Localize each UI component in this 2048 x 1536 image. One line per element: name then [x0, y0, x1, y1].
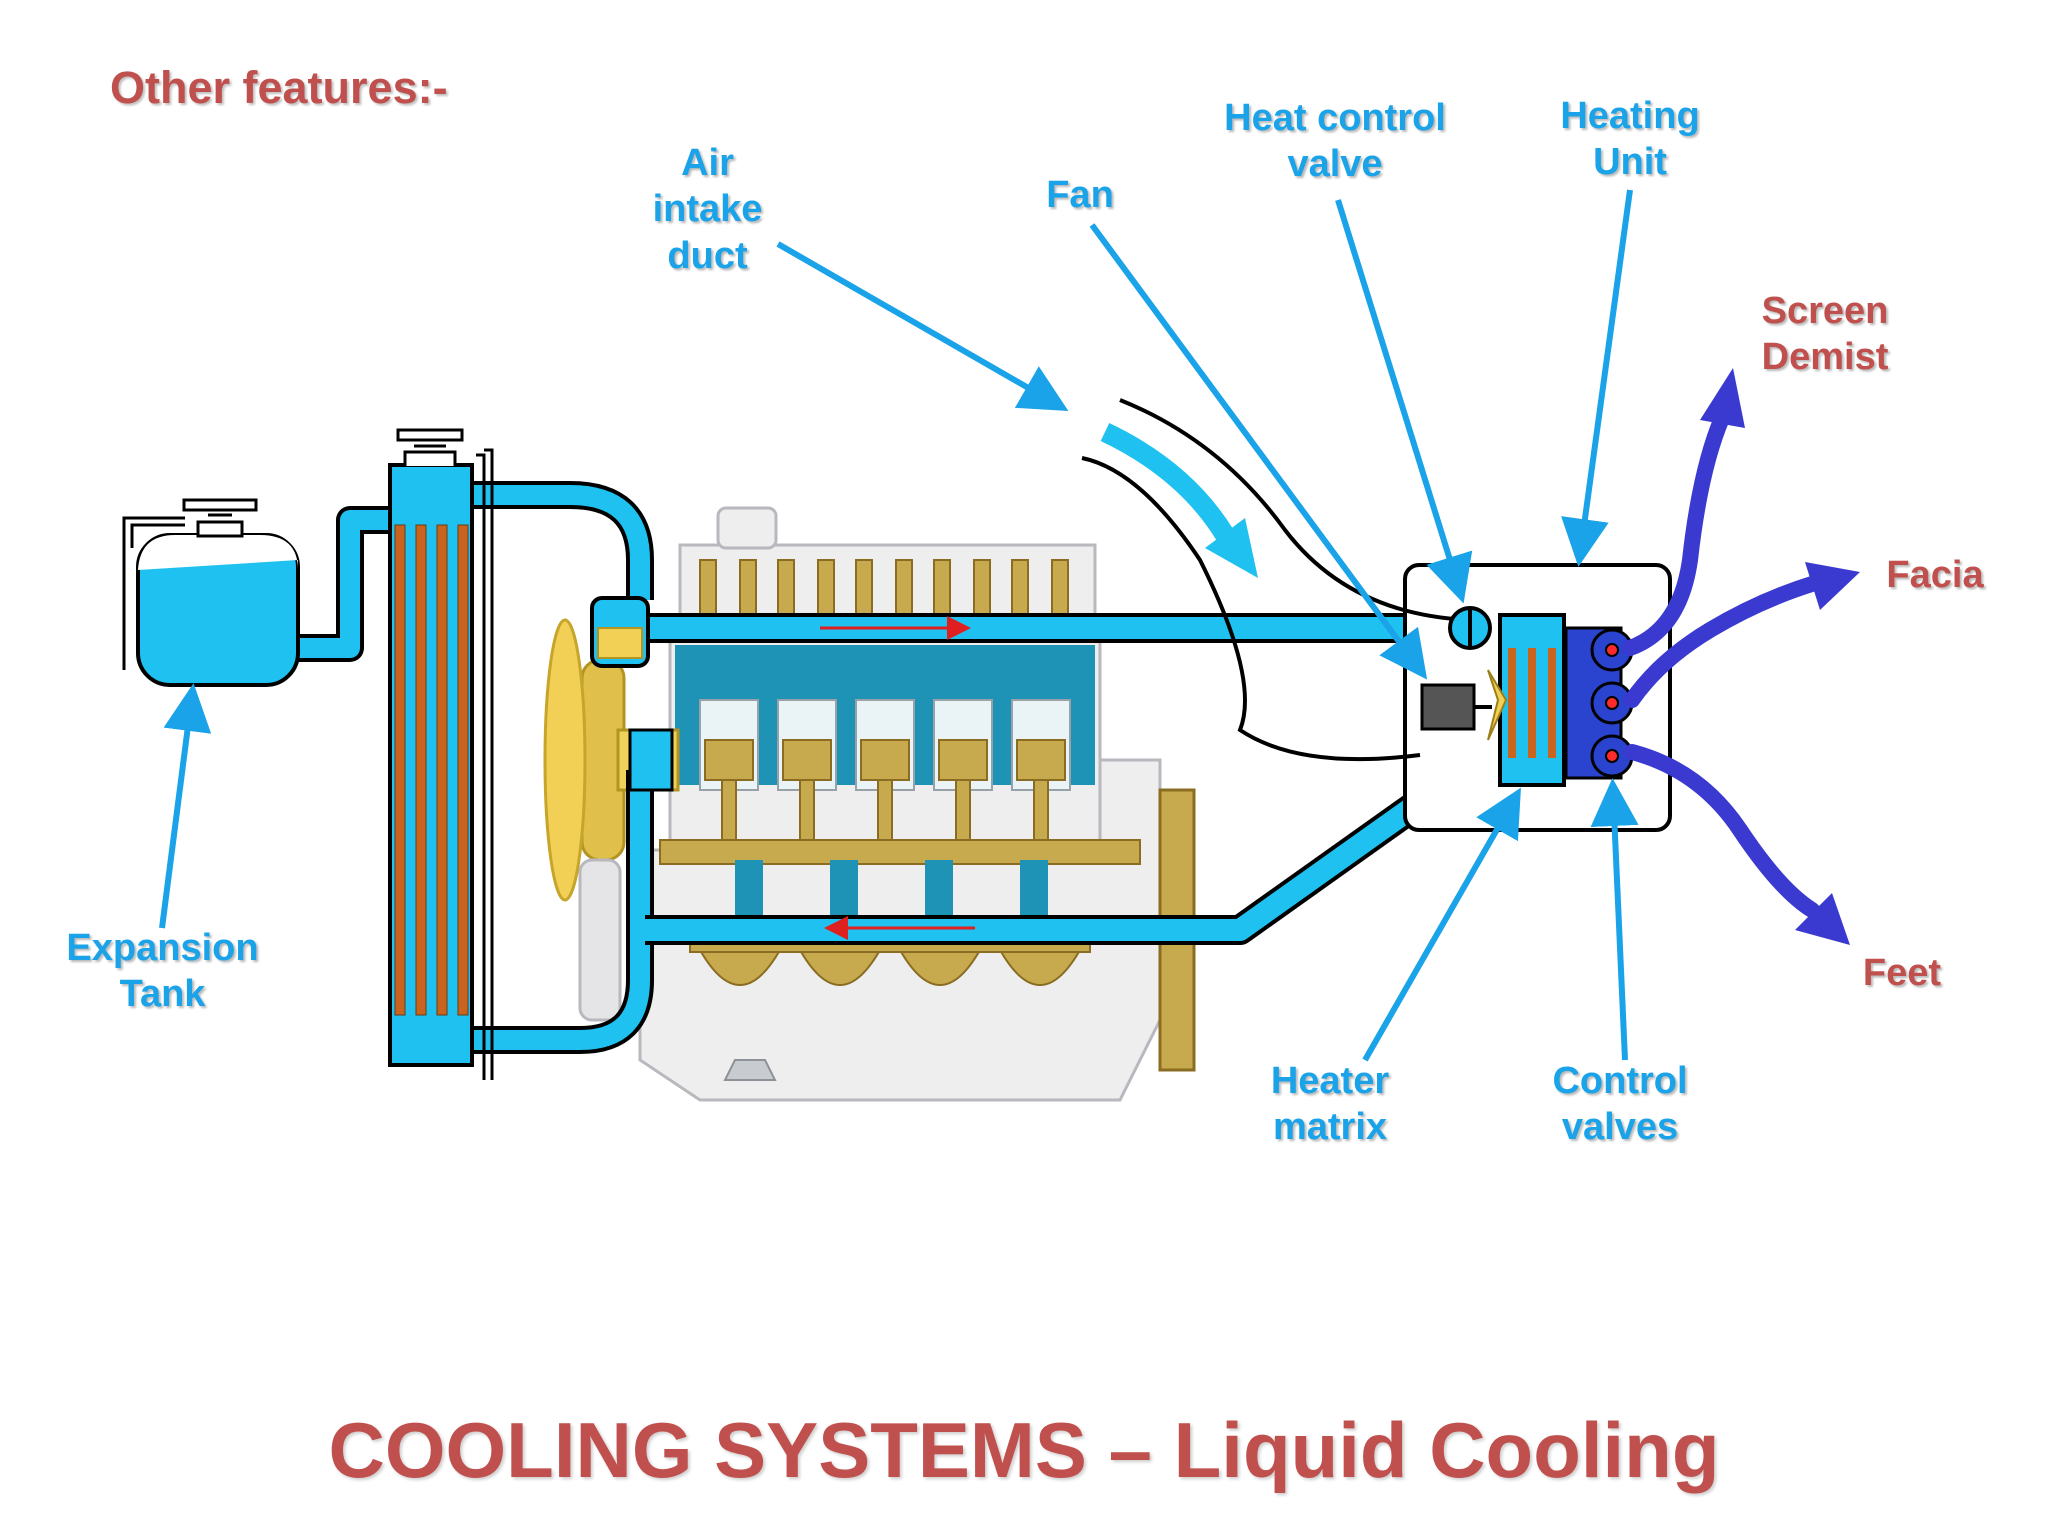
heater-matrix: [1498, 613, 1566, 787]
radiator: [388, 428, 494, 1080]
air-duct-wall-lower: [1081, 456, 1421, 762]
blower-fan: [1420, 669, 1508, 741]
control-valves-block: [1564, 626, 1634, 780]
label-air-intake-duct: Air intake duct: [652, 142, 763, 277]
heating-unit-leader: [1561, 189, 1633, 567]
slide-title: COOLING SYSTEMS – Liquid Cooling: [328, 1406, 1720, 1494]
label-expansion-tank: Expansion Tank: [66, 927, 259, 1016]
slide-heading: Other features:-: [110, 62, 448, 113]
heat-control-valve-leader: [1335, 199, 1473, 604]
heater-matrix-leader: [1362, 787, 1521, 1062]
screen-demist-arrowhead: [1700, 368, 1745, 428]
label-facia: Facia: [1886, 554, 1984, 596]
label-heat-control-valve: Heat control valve: [1224, 97, 1446, 186]
air-intake-leader: [776, 241, 1069, 411]
outlet-air-flows: [1622, 410, 1823, 918]
incoming-air-arrow: [1100, 422, 1234, 541]
label-heater-matrix: Heater matrix: [1270, 1060, 1390, 1149]
label-fan: Fan: [1046, 174, 1114, 216]
control-valves-leader: [1590, 778, 1639, 1061]
facia-arrowhead: [1805, 562, 1860, 610]
label-heating-unit: Heating Unit: [1560, 95, 1700, 184]
label-control-valves: Control valves: [1552, 1060, 1688, 1149]
thermostat-housing: [590, 596, 674, 792]
expansion-tank: [122, 498, 300, 687]
air-duct-wall-upper: [1119, 398, 1471, 622]
fan-leader: [1089, 223, 1428, 680]
label-screen-demist: Screen Demist: [1761, 290, 1889, 379]
expansion-tank-leader: [159, 683, 212, 929]
label-feet: Feet: [1862, 952, 1942, 994]
feet-arrowhead: [1795, 893, 1850, 945]
heat-control-valve: [1448, 606, 1492, 650]
